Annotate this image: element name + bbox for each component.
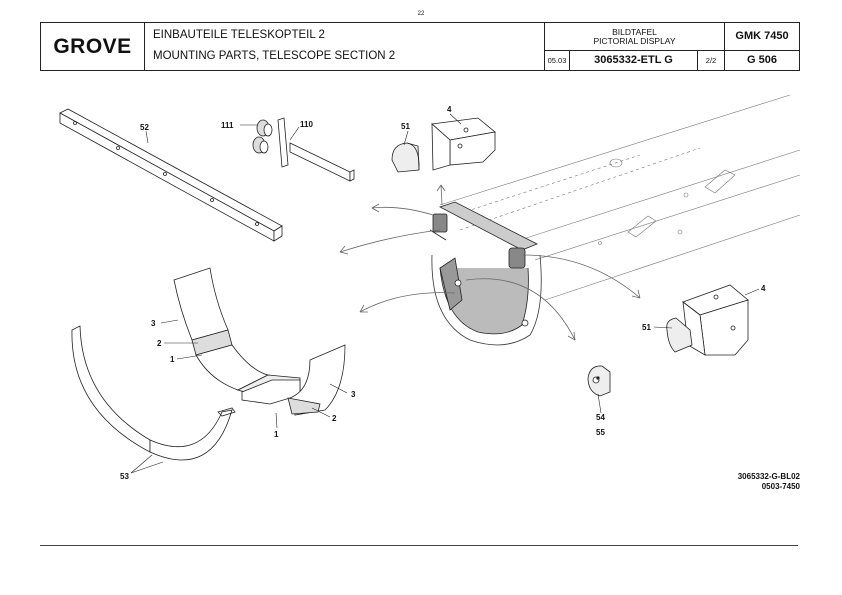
display-english: PICTORIAL DISPLAY xyxy=(593,36,676,46)
label-51-right: 51 xyxy=(642,323,651,332)
part-1-2-3-shells xyxy=(173,267,346,416)
drawing-number: 3065332-G-BL02 xyxy=(737,472,800,481)
label-51-top: 51 xyxy=(401,122,410,131)
part-4-bracket-right xyxy=(682,284,749,356)
display-german: BILDTAFEL xyxy=(612,27,657,37)
page-cell: 2/2 xyxy=(698,51,725,70)
drawing-reference: 3065332-G-BL02 0503-7450 xyxy=(738,472,800,492)
title-english: MOUNTING PARTS, TELESCOPE SECTION 2 xyxy=(153,50,396,62)
date-cell: 05.03 xyxy=(545,51,570,70)
page-number: 22 xyxy=(417,11,425,17)
title-cell: EINBAUTEILE TELESKOPTEIL 2 MOUNTING PART… xyxy=(145,23,545,70)
label-54: 54 xyxy=(596,413,605,422)
label-2-right: 2 xyxy=(332,414,337,423)
drawing-date-code: 0503-7450 xyxy=(761,482,800,491)
label-3-left: 3 xyxy=(151,319,156,328)
label-53: 53 xyxy=(120,472,129,481)
part-54-55-roller xyxy=(587,365,611,397)
label-110: 110 xyxy=(300,120,313,129)
telescope-section xyxy=(439,94,801,301)
title-german: EINBAUTEILE TELESKOPTEIL 2 xyxy=(153,29,325,41)
part-4-bracket-top xyxy=(431,117,496,171)
assembly-arrows xyxy=(339,184,641,341)
model-cell: GMK 7450 xyxy=(725,23,799,51)
label-4-top: 4 xyxy=(447,105,452,114)
part-110-111-bracket xyxy=(252,117,355,182)
telescope-end-frame xyxy=(429,201,542,346)
callout-labels: 52 111 110 51 4 3 2 1 3 2 1 53 4 51 54 5… xyxy=(120,105,766,481)
part-52-bar xyxy=(59,108,283,242)
display-cell: BILDTAFEL PICTORIAL DISPLAY xyxy=(545,23,725,51)
group-cell: G 506 xyxy=(747,54,777,66)
part-51-pad-top xyxy=(391,142,420,173)
label-1-left: 1 xyxy=(170,355,175,364)
label-1-right: 1 xyxy=(274,430,279,439)
label-111: 111 xyxy=(221,121,234,130)
label-55: 55 xyxy=(596,428,605,437)
logo-cell: GROVE xyxy=(41,23,145,70)
label-4-right: 4 xyxy=(761,284,766,293)
part-number-cell: 3065332-ETL G xyxy=(570,51,698,70)
label-2-left: 2 xyxy=(157,339,162,348)
leader-lines xyxy=(130,113,760,474)
bottom-rule xyxy=(40,545,798,546)
part-51-pad-right xyxy=(666,317,693,353)
part-53-arc-bars xyxy=(71,325,236,461)
grove-logo: GROVE xyxy=(53,34,132,58)
title-block: GROVE EINBAUTEILE TELESKOPTEIL 2 MOUNTIN… xyxy=(40,22,800,71)
label-3-right: 3 xyxy=(351,390,356,399)
label-52: 52 xyxy=(140,123,149,132)
